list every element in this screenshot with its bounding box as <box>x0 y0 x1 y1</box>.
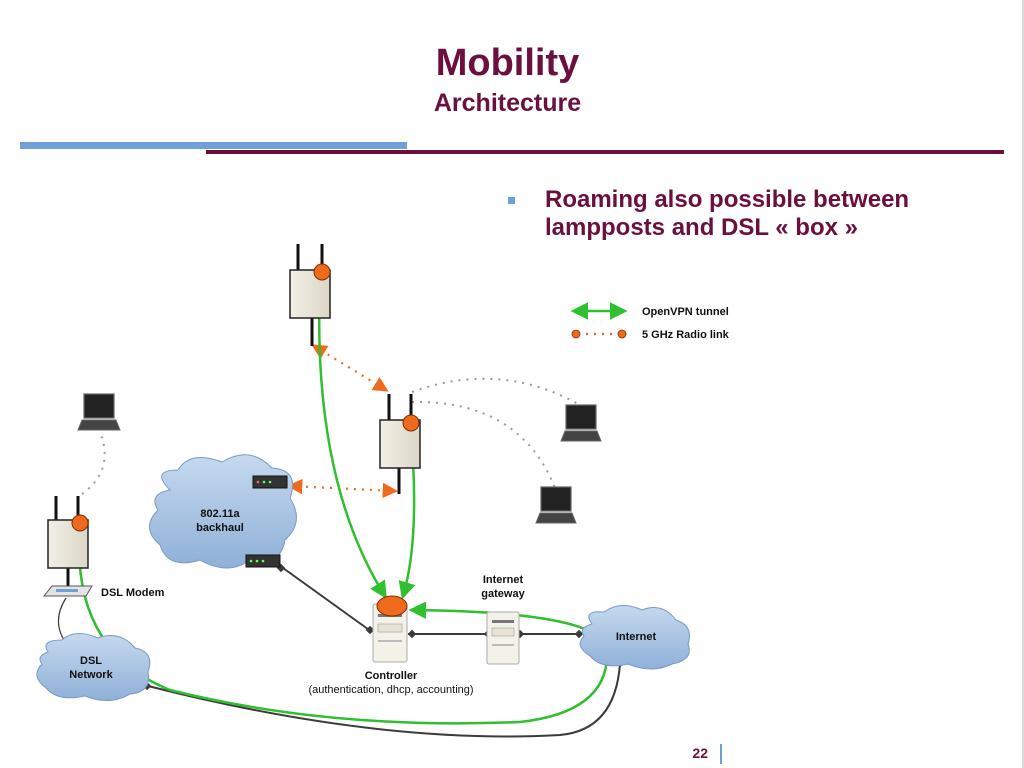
radio-link-backhaul <box>286 478 399 499</box>
internet-gateway-server: Internet gateway <box>481 574 526 665</box>
title-rule-red <box>206 150 1004 154</box>
tunnel-top-lamppost <box>310 278 387 599</box>
title-rule-blue <box>20 142 407 149</box>
page-number-bar <box>720 744 722 764</box>
lamppost-middle <box>379 394 421 494</box>
backhaul-label-line2: backhaul <box>196 522 244 534</box>
wire-modem-dsl <box>57 597 67 641</box>
lamppost-top <box>289 244 331 346</box>
laptop-right-bottom <box>535 486 577 524</box>
dsl-modem-device: DSL Modem <box>42 585 165 599</box>
legend-radio-label: 5 GHz Radio link <box>642 329 730 341</box>
slide-subtitle: Architecture <box>433 89 582 117</box>
laptop-right-top <box>560 404 602 442</box>
slide-right-border <box>1022 0 1024 768</box>
controller-server: Controller (authentication, dhcp, accoun… <box>308 595 474 696</box>
dsl-network-label-line1: DSL <box>80 655 102 667</box>
backhaul-switch-top <box>252 475 288 489</box>
cloud-backhaul: 802.11a backhaul <box>149 454 297 569</box>
wireless-links <box>81 377 581 495</box>
backhaul-label-line1: 802.11a <box>200 508 240 520</box>
bullet-square-icon <box>508 197 515 204</box>
gateway-label-line2: gateway <box>481 588 525 600</box>
wire-backhaul-controller <box>282 567 373 633</box>
radio-links <box>286 344 399 499</box>
legend-tunnel-label: OpenVPN tunnel <box>642 306 729 318</box>
legend: OpenVPN tunnel 5 GHz Radio link <box>570 302 730 341</box>
bullet-text: Roaming also possible between lampposts … <box>545 186 910 241</box>
gateway-label-line1: Internet <box>483 574 524 586</box>
wireless-link-laptop-right-top <box>411 377 581 406</box>
laptop-left <box>77 393 121 431</box>
page-number: 22 <box>692 745 708 761</box>
cloud-dsl-network: DSL Network <box>36 633 151 701</box>
cloud-internet: Internet <box>579 605 690 670</box>
controller-detail-label: (authentication, dhcp, accounting) <box>308 684 473 696</box>
wireless-link-laptop-right-bottom <box>411 400 556 489</box>
internet-label: Internet <box>616 631 657 643</box>
backhaul-switch-bottom <box>245 554 281 568</box>
dsl-modem-label: DSL Modem <box>101 587 165 599</box>
slide-title: Mobility <box>435 42 580 84</box>
controller-label: Controller <box>365 670 418 682</box>
wireless-link-laptop-left <box>81 431 106 495</box>
wire-dsl-internet <box>147 663 621 738</box>
radio-link-top <box>311 344 389 392</box>
dsl-access-point <box>47 496 89 588</box>
dsl-network-label-line2: Network <box>69 669 113 681</box>
